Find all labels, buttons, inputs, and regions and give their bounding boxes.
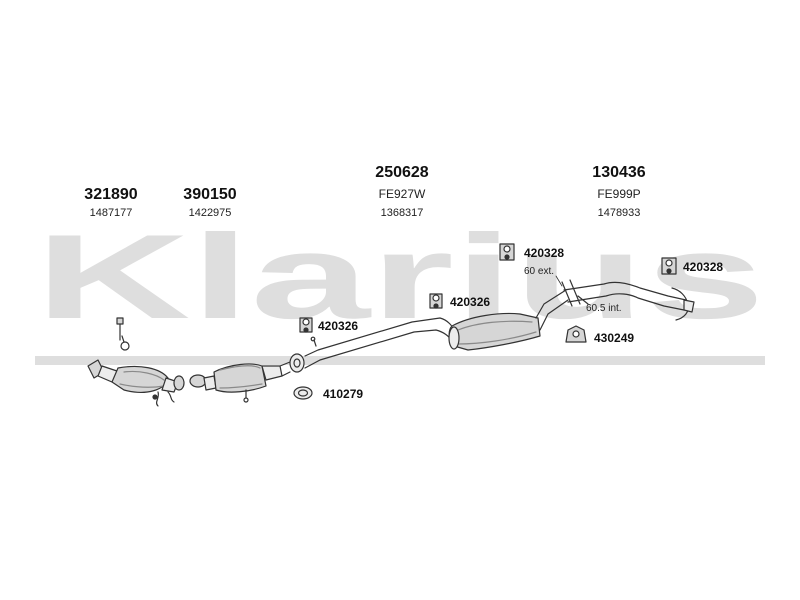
rubber-mount-label-rear-left: 420328: [524, 246, 565, 260]
part-number-label: 321890: [84, 186, 138, 203]
part-reference-label: 1368317: [380, 207, 424, 219]
rubber-mount-label-front: 420326: [318, 319, 359, 333]
external-diameter-note: 60 ext.: [524, 266, 555, 277]
part-reference-label: 1422975: [188, 207, 232, 219]
front-catalytic-converter: [87, 317, 185, 407]
joint-dimension-markers: [555, 275, 589, 307]
part-code-label: FE927W: [378, 187, 426, 201]
catalytic-converter: [189, 361, 291, 403]
bracket-label: 430249: [594, 331, 635, 345]
rubber-mount-icon-front: [299, 317, 313, 333]
watermark-text: Klarius: [35, 210, 765, 344]
rear-tailpipe: [563, 281, 695, 321]
part-reference-label: 1478933: [597, 207, 641, 219]
rubber-mount-icon-rear-right: [661, 257, 677, 275]
rubber-mount-label-rear-right: 420328: [683, 260, 724, 274]
part-code-label: FE999P: [597, 187, 641, 201]
gasket-label: 410279: [323, 387, 364, 401]
rubber-mount-icon-mid: [429, 293, 443, 309]
rubber-mount-label-mid: 420326: [450, 295, 491, 309]
part-number-label: 250628: [375, 164, 429, 181]
rubber-mount-icon-rear-left: [499, 243, 515, 261]
watermark-underline: [35, 356, 765, 365]
middle-silencer-pipe: [289, 289, 569, 373]
internal-diameter-note: 60.5 int.: [586, 303, 622, 314]
bracket-icon: [565, 325, 587, 343]
part-number-label: 390150: [183, 186, 237, 203]
gasket-410279: [293, 386, 313, 400]
part-reference-label: 1487177: [89, 207, 133, 219]
part-number-label: 130436: [592, 164, 646, 181]
